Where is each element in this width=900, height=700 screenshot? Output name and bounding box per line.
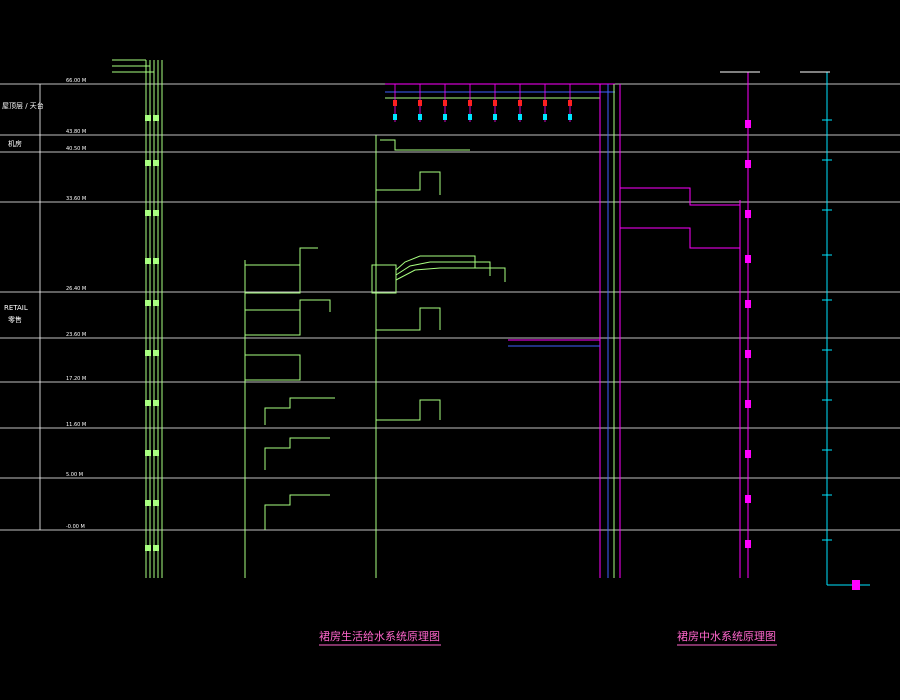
grey-water-valve: [745, 540, 751, 548]
grey-water-valve: [745, 255, 751, 263]
riser-valve: [153, 400, 159, 406]
drop-meter: [393, 114, 397, 120]
drop-valve: [493, 100, 497, 106]
drop-meter: [568, 114, 572, 120]
floor-level-label: -0.00 M: [66, 524, 85, 530]
riser-valve: [145, 350, 151, 356]
floor-level-label: 26.40 M: [66, 286, 86, 292]
riser-valve: [153, 258, 159, 264]
green-riser-valves: [145, 115, 159, 551]
title-grey-water: 裙房中水系统原理图: [677, 630, 776, 643]
floor-level-label: 23.60 M: [66, 332, 86, 338]
drop-valve: [418, 100, 422, 106]
riser-valve: [153, 160, 159, 166]
riser-valve: [145, 500, 151, 506]
floor-level-label: 17.20 M: [66, 376, 86, 382]
drop-meter: [418, 114, 422, 120]
floor-level-label: 33.60 M: [66, 196, 86, 202]
floor-label-roof: 屋顶层 / 天台: [2, 101, 44, 110]
riser-valve: [145, 300, 151, 306]
drop-meter: [468, 114, 472, 120]
floor-level-label: 5.00 M: [66, 472, 83, 478]
grey-water-system: [620, 71, 870, 586]
drop-valve: [543, 100, 547, 106]
drop-valve: [518, 100, 522, 106]
floor-level-label: 43.80 M: [66, 129, 86, 135]
green-riser-bundle: [112, 59, 163, 578]
riser-valve: [145, 115, 151, 121]
riser-valve: [153, 210, 159, 216]
floor-labels: 屋顶层 / 天台 机房 RETAIL 零售: [2, 101, 44, 324]
drawing-titles: 裙房生活给水系统原理图 裙房中水系统原理图: [319, 629, 777, 646]
riser-valve: [145, 210, 151, 216]
floor-label-machine: 机房: [8, 139, 22, 148]
drop-valve: [443, 100, 447, 106]
drop-valve: [468, 100, 472, 106]
floor-label-retail-cn: 零售: [8, 315, 22, 324]
title-domestic-water: 裙房生活给水系统原理图: [319, 629, 440, 643]
grey-water-valve: [745, 450, 751, 458]
drop-valve: [393, 100, 397, 106]
top-manifold: [385, 83, 621, 578]
floor-level-label: 40.50 M: [66, 146, 86, 152]
floor-level-label: 66.00 M: [66, 78, 86, 84]
grey-water-valve: [745, 210, 751, 218]
manifold-drops: [393, 84, 572, 122]
pump-icon: [852, 580, 860, 590]
riser-valve: [145, 450, 151, 456]
riser-valve: [145, 258, 151, 264]
drop-valve: [568, 100, 572, 106]
riser-valve: [153, 450, 159, 456]
left-branch-system: [244, 247, 335, 578]
grey-water-valve: [745, 400, 751, 408]
grey-water-valve: [745, 495, 751, 503]
riser-valve: [153, 115, 159, 121]
grey-water-valve: [745, 300, 751, 308]
riser-valve: [153, 300, 159, 306]
floor-level-label: 11.60 M: [66, 422, 86, 428]
grey-water-valve: [745, 350, 751, 358]
floor-label-retail: RETAIL: [4, 304, 28, 312]
riser-valve: [153, 500, 159, 506]
riser-valve: [145, 160, 151, 166]
middle-riser-system: [371, 135, 506, 578]
grey-water-valves: [745, 119, 860, 590]
drop-meter: [518, 114, 522, 120]
riser-valve: [153, 545, 159, 551]
riser-valve: [145, 545, 151, 551]
drop-meter: [543, 114, 547, 120]
riser-valve: [153, 350, 159, 356]
floor-lines: [0, 83, 900, 531]
drop-meter: [493, 114, 497, 120]
riser-valve: [145, 400, 151, 406]
drop-meter: [443, 114, 447, 120]
level-labels: 66.00 M 43.80 M 40.50 M 33.60 M 26.40 M 23.60…: [66, 78, 86, 530]
grey-water-valve: [745, 160, 751, 168]
grey-water-valve: [745, 120, 751, 128]
